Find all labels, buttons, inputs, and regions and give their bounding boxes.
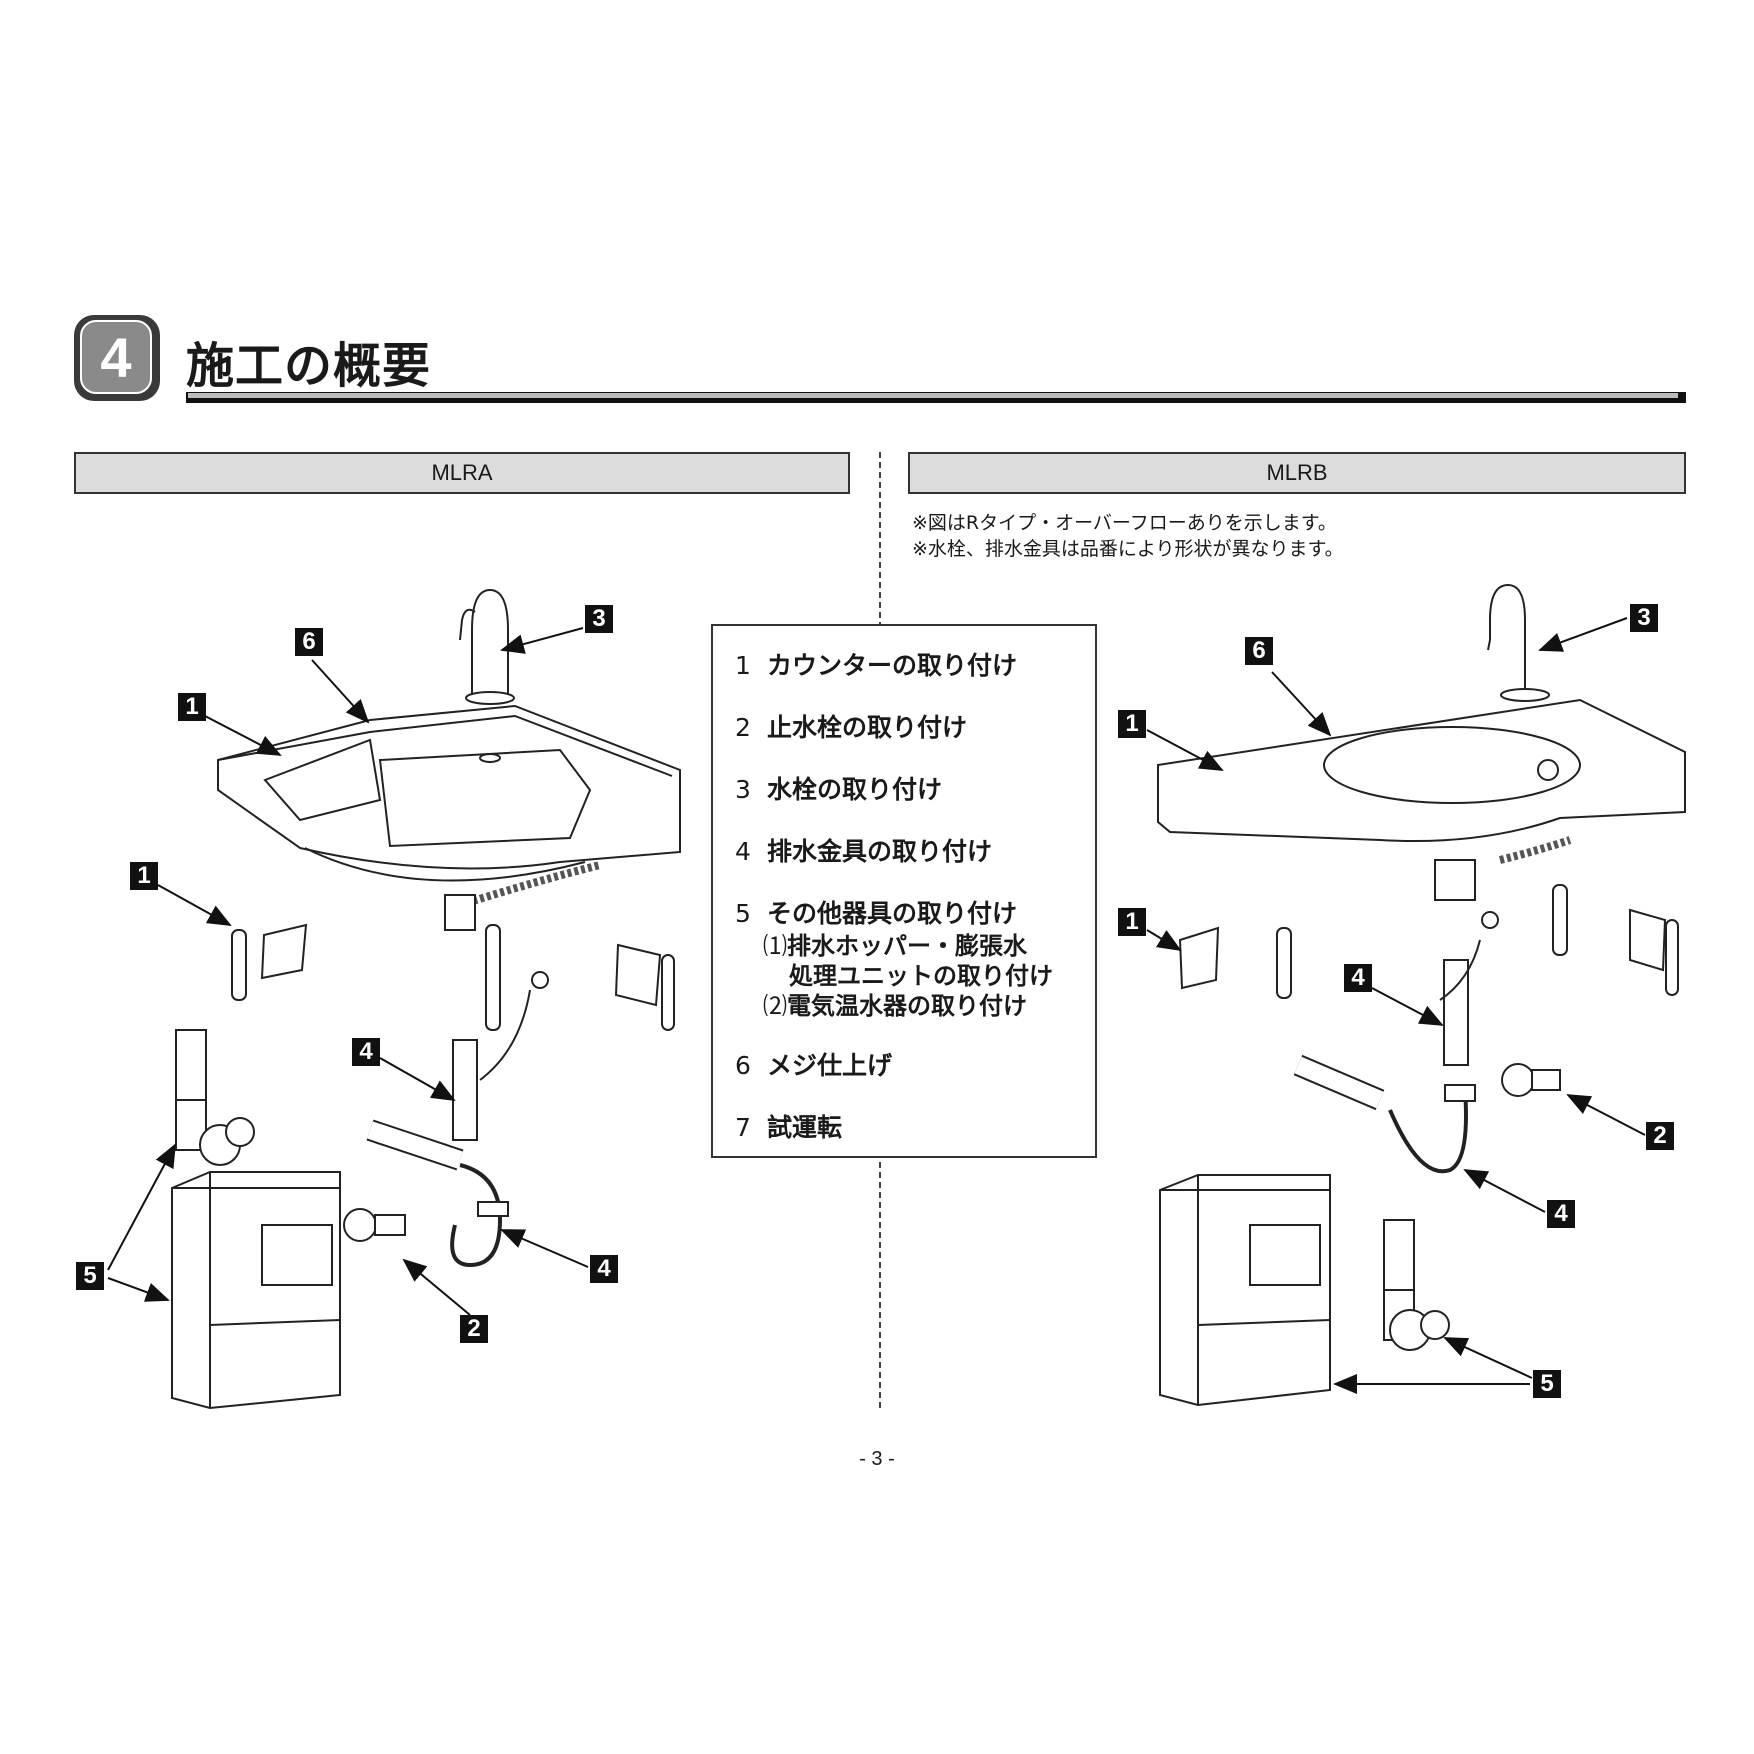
note-line-2: ※水栓、排水金具は品番により形状が異なります。 <box>912 538 1344 560</box>
trap-left <box>366 1039 509 1268</box>
callout-right-1-bracket: 1 <box>1118 908 1146 936</box>
faucet-right <box>1487 583 1550 702</box>
counter-right <box>1157 698 1686 843</box>
substep-1-line-2: 処理ユニットの取り付け <box>789 962 1053 990</box>
substep-1-line-1: ⑴排水ホッパー・膨張水 <box>763 932 1027 960</box>
hopper-left <box>175 1029 255 1166</box>
counter-left <box>217 704 681 882</box>
section-title: 施工の概要 <box>186 338 432 394</box>
model-header-left: MLRA <box>74 452 850 494</box>
callout-left-4-tailpipe: 4 <box>352 1038 380 1066</box>
callout-right-5: 5 <box>1533 1370 1561 1398</box>
substep-2: ⑵電気温水器の取り付け <box>763 992 1027 1020</box>
trap-right <box>1293 1054 1476 1174</box>
callout-left-2: 2 <box>460 1315 488 1343</box>
callout-right-1-counter: 1 <box>1118 710 1146 738</box>
hopper-right <box>1383 1219 1450 1351</box>
model-header-right: MLRB <box>908 452 1686 494</box>
callout-left-3: 3 <box>585 605 613 633</box>
callout-right-2: 2 <box>1646 1122 1674 1150</box>
title-rule-highlight <box>188 393 1678 398</box>
page-number: - 3 - <box>859 1448 895 1470</box>
callout-right-3: 3 <box>1630 604 1658 632</box>
callout-left-6: 6 <box>295 628 323 656</box>
callout-right-6: 6 <box>1245 637 1273 665</box>
water-heater-right <box>1159 1174 1331 1407</box>
callout-right-4-trap: 4 <box>1547 1200 1575 1228</box>
callout-right-4-tailpipe: 4 <box>1344 964 1372 992</box>
section-number-badge: 4 <box>80 320 152 394</box>
callout-left-1-counter: 1 <box>178 693 206 721</box>
note-line-1: ※図はRタイプ・オーバーフローありを示します。 <box>912 512 1337 534</box>
callout-left-5: 5 <box>76 1262 104 1290</box>
water-heater-left <box>171 1171 341 1410</box>
callout-left-4-trap: 4 <box>590 1255 618 1283</box>
faucet-left <box>459 588 515 705</box>
callout-left-1-bracket: 1 <box>130 862 158 890</box>
